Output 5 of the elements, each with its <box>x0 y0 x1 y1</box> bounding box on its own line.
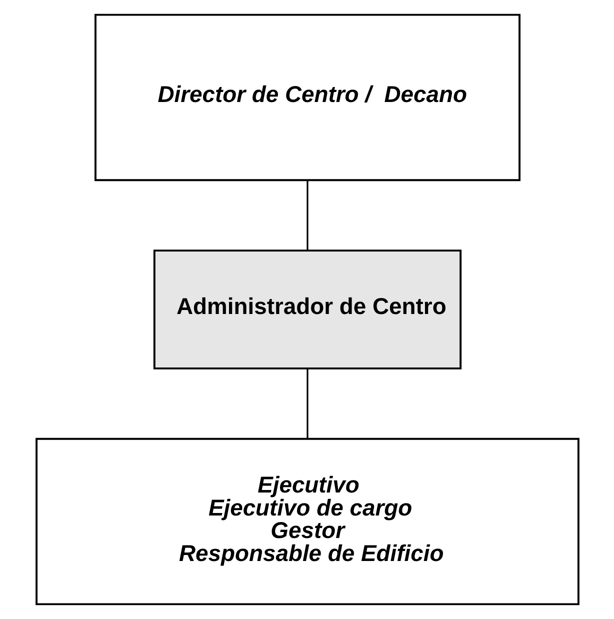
connector <box>306 180 308 250</box>
connector <box>306 368 308 438</box>
node-box: Administrador de Centro <box>152 250 462 370</box>
node-box: Ejecutivo Ejecutivo de cargo Gestor Responsable de Edificio <box>35 438 579 606</box>
node-box: Director de Centro / Decano <box>94 14 520 182</box>
